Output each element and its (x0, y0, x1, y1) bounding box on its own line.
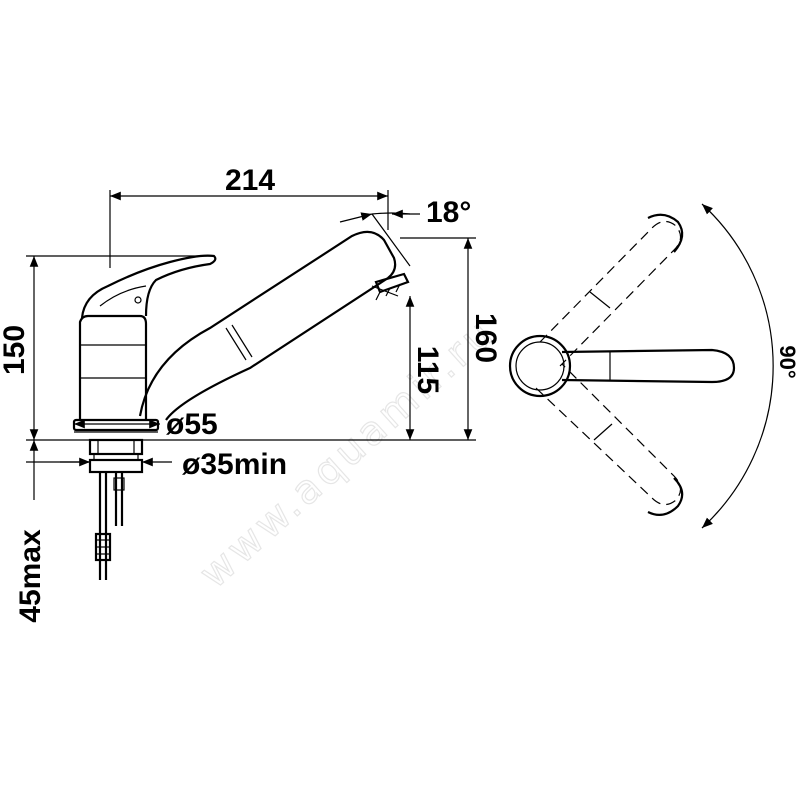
handle-center (561, 348, 736, 384)
dim-label-214: 214 (225, 164, 275, 197)
faucet-side-view (72, 230, 410, 433)
dim-label-90deg: 90° (775, 345, 800, 378)
base-circle (508, 334, 572, 398)
swivel-arc (701, 203, 774, 529)
handle-left-end (647, 213, 684, 253)
faucet-top-view (508, 203, 774, 529)
lever-handle (80, 254, 217, 319)
dim-label-18deg: 18° (426, 196, 471, 229)
underside-connections (88, 438, 144, 580)
dim-label-150: 150 (0, 325, 31, 375)
dim-label-55: ø55 (166, 408, 218, 441)
dimension-lines (26, 190, 476, 500)
dim-label-35min: ø35min (182, 448, 287, 481)
base-plate (72, 418, 160, 432)
dim-label-115: 115 (411, 346, 444, 394)
pull-out-spout (138, 230, 397, 421)
dim-label-45max: 45max (14, 529, 47, 623)
handle-right-end (647, 477, 684, 517)
dim-label-160: 160 (469, 313, 502, 363)
faucet-body (78, 314, 148, 420)
